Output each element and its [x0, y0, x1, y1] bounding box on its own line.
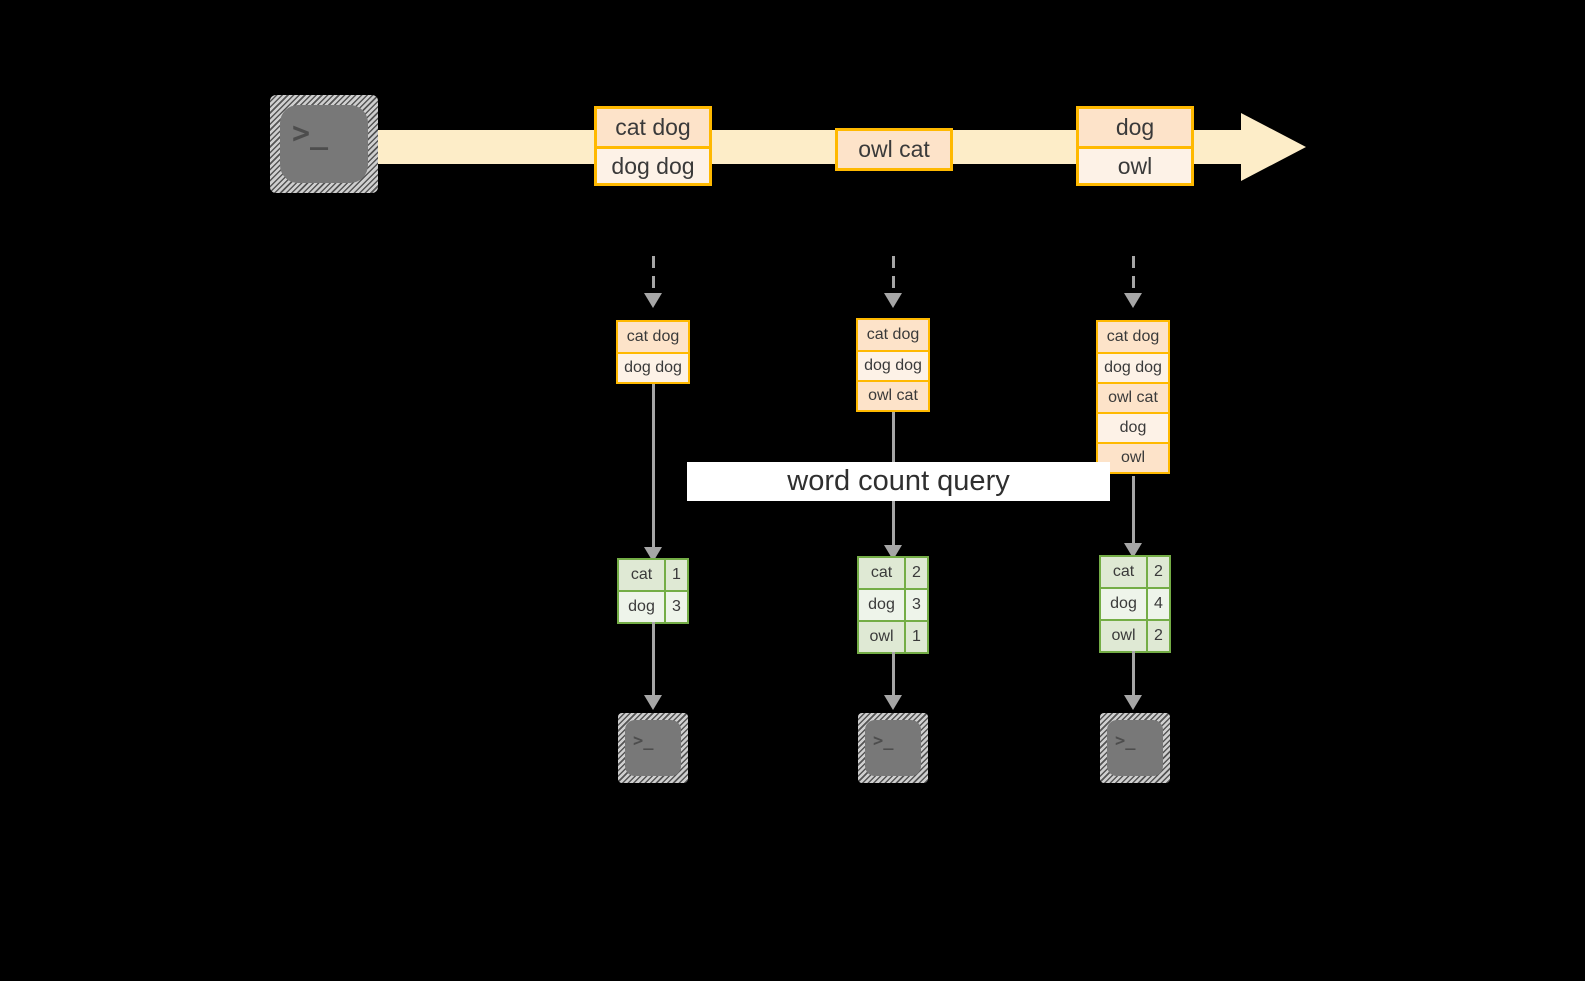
stream-message-2[interactable]: owl cat — [835, 128, 953, 171]
result-count: 2 — [904, 558, 927, 588]
message-row: owl cat — [838, 131, 950, 168]
prompt-glyph: >_ — [873, 731, 894, 751]
result-word: dog — [1101, 589, 1146, 619]
dashed-connector-1 — [652, 256, 655, 298]
result-count: 1 — [904, 622, 927, 652]
result-count: 1 — [664, 560, 687, 590]
stage-2-buffer[interactable]: cat dog dog dog owl cat — [856, 318, 930, 412]
buffer-row: dog dog — [618, 352, 688, 382]
table-row: cat 2 — [1101, 557, 1169, 587]
stage-3-result-table[interactable]: cat 2 dog 4 owl 2 — [1099, 555, 1171, 653]
stage-2-consumer-terminal-icon[interactable]: >_ — [858, 713, 928, 783]
message-row: dog dog — [597, 146, 709, 183]
terminal-body — [865, 720, 921, 776]
table-row: cat 1 — [619, 560, 687, 590]
table-row: dog 4 — [1101, 587, 1169, 619]
result-word: owl — [859, 622, 904, 652]
stage-2-result-to-consumer-arrowhead — [884, 695, 902, 710]
query-label-band: word count query — [687, 462, 1110, 501]
producer-terminal-icon[interactable]: >_ — [270, 95, 378, 193]
prompt-glyph: >_ — [292, 116, 329, 151]
stage-3-buffer-to-result-arrowhead — [1124, 543, 1142, 558]
table-row: owl 1 — [859, 620, 927, 652]
result-word: owl — [1101, 621, 1146, 651]
stage-1-buffer-to-result-line — [652, 384, 655, 552]
buffer-row: cat dog — [858, 320, 928, 350]
stage-1-buffer[interactable]: cat dog dog dog — [616, 320, 690, 384]
buffer-row: cat dog — [618, 322, 688, 352]
result-count: 2 — [1146, 557, 1169, 587]
table-row: cat 2 — [859, 558, 927, 588]
table-row: dog 3 — [859, 588, 927, 620]
stage-2-result-table[interactable]: cat 2 dog 3 owl 1 — [857, 556, 929, 654]
result-word: dog — [859, 590, 904, 620]
result-count: 3 — [664, 592, 687, 622]
stage-3-result-to-consumer-line — [1132, 651, 1135, 700]
terminal-body — [280, 105, 368, 183]
dashed-arrowhead-1 — [644, 293, 662, 308]
result-count: 3 — [904, 590, 927, 620]
stage-3-consumer-terminal-icon[interactable]: >_ — [1100, 713, 1170, 783]
message-row: owl — [1079, 146, 1191, 183]
stage-1-result-to-consumer-arrowhead — [644, 695, 662, 710]
terminal-body — [625, 720, 681, 776]
prompt-glyph: >_ — [1115, 731, 1136, 751]
message-row: cat dog — [597, 109, 709, 146]
buffer-row: dog — [1098, 412, 1168, 442]
message-row: dog — [1079, 109, 1191, 146]
terminal-body — [1107, 720, 1163, 776]
result-count: 4 — [1146, 589, 1169, 619]
result-word: cat — [619, 560, 664, 590]
prompt-glyph: >_ — [633, 731, 654, 751]
result-word: cat — [1101, 557, 1146, 587]
stage-3-result-to-consumer-arrowhead — [1124, 695, 1142, 710]
query-label: word count query — [787, 465, 1010, 497]
buffer-row: owl cat — [858, 380, 928, 410]
dashed-arrowhead-3 — [1124, 293, 1142, 308]
result-word: dog — [619, 592, 664, 622]
buffer-row: cat dog — [1098, 322, 1168, 352]
stage-3-buffer-to-result-line — [1132, 476, 1135, 550]
stream-message-1[interactable]: cat dog dog dog — [594, 106, 712, 186]
stage-3-buffer[interactable]: cat dog dog dog owl cat dog owl — [1096, 320, 1170, 474]
dashed-connector-2 — [892, 256, 895, 298]
buffer-row: dog dog — [858, 350, 928, 380]
stage-1-result-to-consumer-line — [652, 622, 655, 700]
dashed-connector-3 — [1132, 256, 1135, 298]
table-row: owl 2 — [1101, 619, 1169, 651]
buffer-row: owl cat — [1098, 382, 1168, 412]
dashed-arrowhead-2 — [884, 293, 902, 308]
stage-2-result-to-consumer-line — [892, 652, 895, 700]
table-row: dog 3 — [619, 590, 687, 622]
result-count: 2 — [1146, 621, 1169, 651]
stage-1-consumer-terminal-icon[interactable]: >_ — [618, 713, 688, 783]
stream-message-3[interactable]: dog owl — [1076, 106, 1194, 186]
buffer-row: dog dog — [1098, 352, 1168, 382]
result-word: cat — [859, 558, 904, 588]
stage-1-result-table[interactable]: cat 1 dog 3 — [617, 558, 689, 624]
